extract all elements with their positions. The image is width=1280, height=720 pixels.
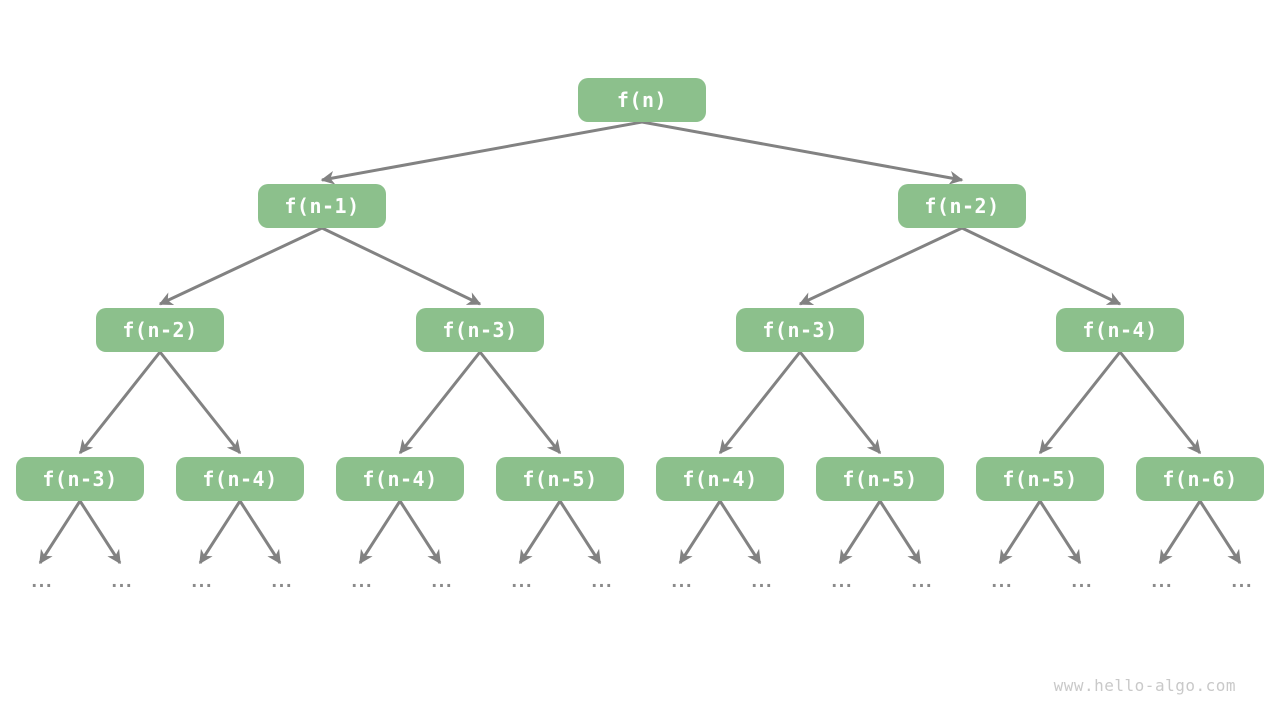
tree-node-L3-1: f(n-4) <box>176 457 304 501</box>
tree-node-L3-0: f(n-3) <box>16 457 144 501</box>
edge-arrow <box>878 500 922 565</box>
edge-arrow <box>718 351 802 455</box>
ellipsis-node: ... <box>749 572 774 592</box>
tree-node-L2-0: f(n-2) <box>96 308 224 352</box>
edge-arrow <box>1118 351 1202 455</box>
edge-arrow <box>998 500 1042 565</box>
ellipsis-node: ... <box>349 572 374 592</box>
edge-arrow <box>398 351 482 455</box>
edge-arrow <box>38 500 82 565</box>
ellipsis-node: ... <box>109 572 134 592</box>
tree-node-L3-3: f(n-5) <box>496 457 624 501</box>
ellipsis-node: ... <box>189 572 214 592</box>
edge-arrow <box>478 351 562 455</box>
edge-arrow <box>961 226 1122 306</box>
edge-arrow <box>558 500 602 565</box>
edge-arrow <box>798 226 963 306</box>
ellipsis-node: ... <box>989 572 1014 592</box>
tree-node-L1-1: f(n-2) <box>898 184 1026 228</box>
watermark-text: www.hello-algo.com <box>1053 676 1236 695</box>
tree-node-L3-6: f(n-5) <box>976 457 1104 501</box>
edge-arrow <box>678 500 722 565</box>
tree-node-L0-0: f(n) <box>578 78 706 122</box>
ellipsis-node: ... <box>589 572 614 592</box>
edge-arrow <box>1198 500 1242 565</box>
edge-arrow <box>358 500 402 565</box>
ellipsis-node: ... <box>509 572 534 592</box>
edge-arrow <box>320 120 643 185</box>
edge-arrow <box>78 351 162 455</box>
edge-arrow <box>1158 500 1202 565</box>
ellipsis-node: ... <box>1149 572 1174 592</box>
ellipsis-node: ... <box>29 572 54 592</box>
edge-arrow <box>158 226 323 306</box>
ellipsis-node: ... <box>429 572 454 592</box>
edge-arrow <box>798 351 882 455</box>
edge-arrow <box>238 500 282 565</box>
ellipsis-node: ... <box>269 572 294 592</box>
edge-arrow <box>1038 351 1122 455</box>
ellipsis-node: ... <box>829 572 854 592</box>
ellipsis-node: ... <box>909 572 934 592</box>
tree-node-L2-2: f(n-3) <box>736 308 864 352</box>
edge-arrow <box>518 500 562 565</box>
ellipsis-node: ... <box>669 572 694 592</box>
tree-node-L2-1: f(n-3) <box>416 308 544 352</box>
tree-node-L1-0: f(n-1) <box>258 184 386 228</box>
ellipsis-node: ... <box>1069 572 1094 592</box>
edge-arrow <box>718 500 762 565</box>
edge-arrow <box>158 351 242 455</box>
tree-node-L3-5: f(n-5) <box>816 457 944 501</box>
edge-arrow <box>838 500 882 565</box>
edge-arrow <box>198 500 242 565</box>
ellipsis-node: ... <box>1229 572 1254 592</box>
edge-arrow <box>1038 500 1082 565</box>
tree-node-L3-4: f(n-4) <box>656 457 784 501</box>
tree-node-L3-7: f(n-6) <box>1136 457 1264 501</box>
edge-arrow <box>78 500 122 565</box>
edge-arrow <box>398 500 442 565</box>
edge-arrow <box>321 226 482 306</box>
edge-arrow <box>641 120 964 185</box>
tree-node-L3-2: f(n-4) <box>336 457 464 501</box>
tree-node-L2-3: f(n-4) <box>1056 308 1184 352</box>
